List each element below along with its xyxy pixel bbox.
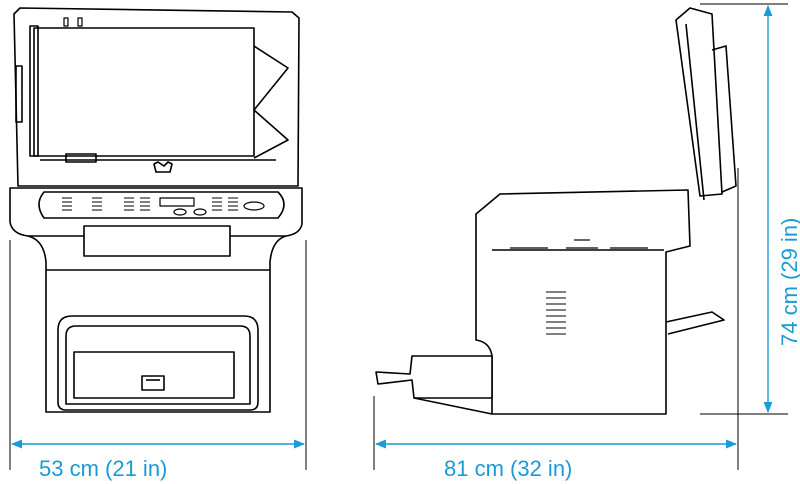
scanner-lid [13, 7, 300, 187]
side-body [475, 189, 691, 415]
depth-dimension: 81 cm (32 in) [374, 439, 738, 481]
width-dimension: 53 cm (21 in) [10, 439, 306, 481]
depth-label: 81 cm (32 in) [444, 456, 572, 481]
width-label: 53 cm (21 in) [39, 456, 167, 481]
front-body [27, 225, 287, 413]
height-label: 74 cm (29 in) [777, 218, 800, 346]
side-vent [546, 291, 566, 335]
front-control-panel [9, 187, 303, 237]
side-scanner-lid [675, 7, 737, 201]
front-view-illustration [9, 7, 303, 413]
height-dimension: 74 cm (29 in) [763, 4, 800, 414]
dimension-guides [9, 3, 788, 470]
side-view-illustration [375, 7, 737, 415]
output-tray [665, 311, 725, 335]
keypad-dots [62, 197, 238, 211]
input-tray [375, 355, 493, 415]
